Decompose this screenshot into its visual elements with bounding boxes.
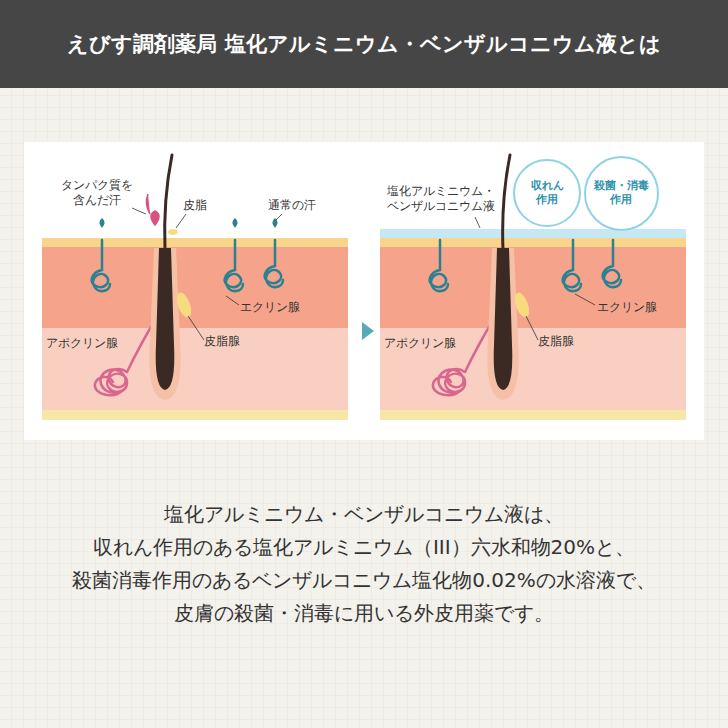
part-label: アポクリン腺 bbox=[46, 336, 118, 351]
part-label: 皮脂腺 bbox=[204, 334, 240, 349]
figure-panel bbox=[24, 142, 704, 440]
part-label: アポクリン腺 bbox=[384, 336, 456, 351]
part-label: 皮脂腺 bbox=[538, 334, 574, 349]
part-label: 塩化アルミニウム・ ベンザルコニウム液 bbox=[384, 184, 498, 214]
transition-arrow bbox=[362, 322, 374, 340]
part-label: エクリン腺 bbox=[240, 300, 300, 315]
part-label: タンパク質を 含んだ汗 bbox=[58, 178, 136, 208]
leader-lines bbox=[132, 208, 595, 340]
effect-text: 収れん 作用 bbox=[527, 179, 567, 207]
sweat-drops bbox=[100, 194, 278, 235]
effect-circle: 収れん 作用 bbox=[513, 159, 581, 227]
solution-layer bbox=[380, 229, 686, 239]
part-label: 通常の汗 bbox=[268, 198, 316, 213]
skin-section-after bbox=[380, 155, 686, 420]
part-label: エクリン腺 bbox=[597, 300, 657, 315]
effect-text: 殺菌・消毒 作用 bbox=[591, 179, 651, 207]
page-title: えびす調剤薬局 塩化アルミニウム・ベンザルコニウム液とは bbox=[67, 30, 660, 58]
caption-text: 塩化アルミニウム・ベンザルコニウム液は、 収れん作用のある塩化アルミニウム（II… bbox=[10, 498, 718, 630]
part-label: 皮脂 bbox=[183, 198, 207, 213]
skin-section-before bbox=[42, 155, 348, 420]
header-bar bbox=[0, 0, 728, 88]
effect-circle: 殺菌・消毒 作用 bbox=[584, 156, 659, 231]
